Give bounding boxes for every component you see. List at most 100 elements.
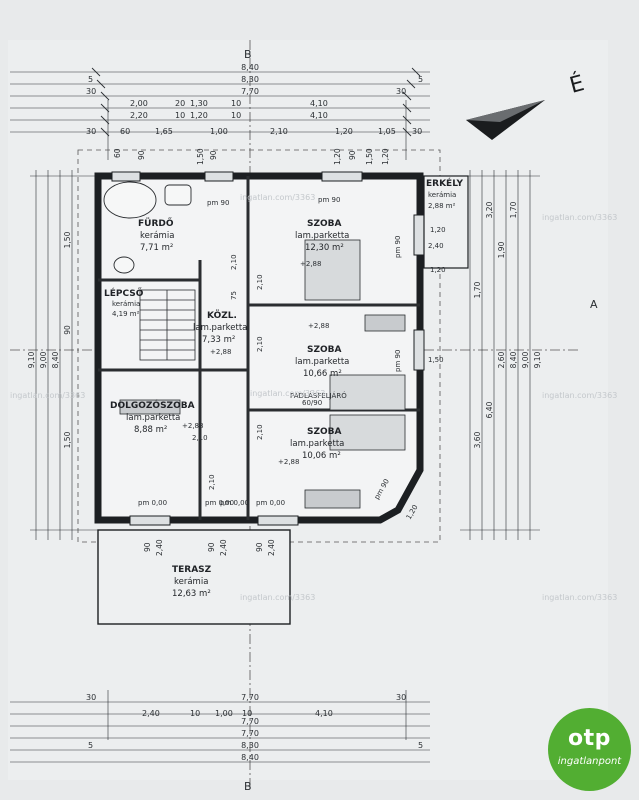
svg-text:ingatlan.com/3363: ingatlan.com/3363 xyxy=(10,391,85,400)
svg-text:2,10: 2,10 xyxy=(230,254,238,270)
dim-bottom-end5-r: 5 xyxy=(418,741,423,750)
dim-right-2: 9,00 xyxy=(521,351,530,368)
svg-text:1,20: 1,20 xyxy=(430,266,446,274)
svg-text:10: 10 xyxy=(231,99,241,108)
dim-bottom-5: 8,30 xyxy=(241,741,259,750)
svg-text:7,33 m²: 7,33 m² xyxy=(202,335,235,345)
svg-text:90: 90 xyxy=(348,150,357,160)
svg-text:1,20: 1,20 xyxy=(333,148,342,165)
room-kozl: KÖZL. lam.parketta 7,33 m² xyxy=(193,310,247,345)
bottom-dimension-lines xyxy=(10,690,430,763)
svg-text:2,40: 2,40 xyxy=(142,709,160,718)
dim-right-3: 8,40 xyxy=(509,351,518,368)
svg-text:1,50: 1,50 xyxy=(196,148,205,165)
building-walls xyxy=(94,171,469,625)
svg-text:SZOBA: SZOBA xyxy=(307,427,342,437)
dim-right-4: 3,60 xyxy=(473,431,482,448)
dim-right-1: 9,10 xyxy=(533,351,542,368)
top-dimension-lines xyxy=(10,67,430,160)
dim-top-row6: 30 60 1,65 1,00 2,10 1,20 1,05 30 xyxy=(86,127,422,136)
svg-text:60: 60 xyxy=(120,127,130,136)
svg-text:2,88 m²: 2,88 m² xyxy=(428,202,456,210)
svg-text:90: 90 xyxy=(143,542,152,552)
svg-text:ingatlan.com/3363: ingatlan.com/3363 xyxy=(542,593,617,602)
svg-text:1,20: 1,20 xyxy=(381,148,390,165)
dim-top-end30-l: 30 xyxy=(86,87,96,96)
dim-top-end-r: 5 xyxy=(418,75,423,84)
svg-text:2,00: 2,00 xyxy=(130,99,148,108)
svg-text:10: 10 xyxy=(190,709,200,718)
svg-text:FÜRDŐ: FÜRDŐ xyxy=(138,218,174,229)
svg-text:ingatlan.com/3363: ingatlan.com/3363 xyxy=(250,389,325,398)
svg-text:60: 60 xyxy=(113,148,122,158)
north-arrow: É xyxy=(466,70,587,140)
svg-text:1,00: 1,00 xyxy=(215,709,233,718)
room-erkely: ERKÉLY kerámia 2,88 m² xyxy=(426,177,464,210)
svg-text:lam.parketta: lam.parketta xyxy=(193,323,247,333)
svg-text:+2,88: +2,88 xyxy=(182,422,203,430)
svg-text:1,20: 1,20 xyxy=(190,111,208,120)
svg-text:ingatlan.com/3363: ingatlan.com/3363 xyxy=(240,593,315,602)
dim-left-6: 1,50 xyxy=(63,431,72,448)
svg-text:2,10: 2,10 xyxy=(192,434,208,442)
svg-text:90: 90 xyxy=(255,542,264,552)
dim-right-5: 6,40 xyxy=(485,401,494,418)
dim-top-row4: 2,00 20 1,30 10 4,10 xyxy=(130,99,328,108)
svg-text:PADLÁSFELJÁRÓ: PADLÁSFELJÁRÓ xyxy=(290,391,347,400)
svg-text:SZOBA: SZOBA xyxy=(307,345,342,355)
svg-text:1,00: 1,00 xyxy=(210,127,228,136)
dim-left-5: 90 xyxy=(63,325,72,335)
svg-text:pm 90: pm 90 xyxy=(394,236,402,258)
dim-right-7: 1,70 xyxy=(473,281,482,298)
otp-ingatlanpont-logo: otp ingatlanpont xyxy=(548,708,631,791)
left-dimension-lines xyxy=(30,170,110,540)
room-szoba-1: SZOBA lam.parketta 12,30 m² xyxy=(295,219,349,253)
svg-text:2,20: 2,20 xyxy=(130,111,148,120)
balcony-outline xyxy=(423,175,469,269)
room-szoba-3: SZOBA lam.parketta 10,06 m² xyxy=(290,427,344,461)
svg-text:60/90: 60/90 xyxy=(302,399,322,407)
north-label: É xyxy=(567,70,587,99)
svg-text:DOLGOZÓSZOBA: DOLGOZÓSZOBA xyxy=(110,399,195,411)
dim-right-6: 2,60 xyxy=(497,351,506,368)
svg-text:ERKÉLY: ERKÉLY xyxy=(426,177,464,189)
room-dolgozoszoba: DOLGOZÓSZOBA lam.parketta 8,88 m² xyxy=(110,399,195,435)
dim-left-3: 8,40 xyxy=(51,351,60,368)
svg-text:1,30: 1,30 xyxy=(190,99,208,108)
window-labels: 60 90 1,50 90 1,20 1,50 1,20 90 90 2,40 … xyxy=(113,148,390,556)
svg-text:SZOBA: SZOBA xyxy=(307,219,342,229)
svg-text:pm 0,00: pm 0,00 xyxy=(205,499,234,507)
dim-top-2: 8,30 xyxy=(241,75,259,84)
svg-text:10: 10 xyxy=(231,111,241,120)
logo-subtext: ingatlanpont xyxy=(557,756,622,767)
svg-text:30: 30 xyxy=(86,127,96,136)
dim-bottom-4: 7,70 xyxy=(241,729,259,738)
svg-text:ingatlan.com/3363: ingatlan.com/3363 xyxy=(240,193,315,202)
svg-text:kerámia: kerámia xyxy=(140,231,174,241)
svg-text:90: 90 xyxy=(137,150,146,160)
axis-label-side: A xyxy=(590,298,598,311)
dim-top-3: 7,70 xyxy=(241,87,259,96)
dim-left-1: 9,10 xyxy=(27,351,36,368)
svg-text:kerámia: kerámia xyxy=(174,577,208,587)
dim-right-8: 1,90 xyxy=(497,241,506,258)
svg-text:2,40: 2,40 xyxy=(267,539,276,556)
watermarks: ingatlan.com/3363 ingatlan.com/3363 inga… xyxy=(10,193,617,602)
dim-right-9: 1,70 xyxy=(509,201,518,218)
svg-text:1,50: 1,50 xyxy=(428,356,444,364)
svg-text:1,05: 1,05 xyxy=(378,127,396,136)
room-terasz: TERASZ kerámia 12,63 m² xyxy=(172,565,212,599)
svg-text:1,65: 1,65 xyxy=(155,127,173,136)
dim-left-4: 1,50 xyxy=(63,231,72,248)
logo-text: otp xyxy=(568,726,611,751)
svg-text:2,10: 2,10 xyxy=(256,424,264,440)
svg-text:10,66 m²: 10,66 m² xyxy=(303,369,342,379)
svg-text:2,10: 2,10 xyxy=(256,336,264,352)
dim-bottom-row2: 2,40 10 1,00 10 4,10 xyxy=(142,709,333,718)
dim-left-2: 9,00 xyxy=(39,351,48,368)
eaves-outline xyxy=(77,149,441,543)
svg-text:pm 90: pm 90 xyxy=(207,199,229,207)
svg-text:2,40: 2,40 xyxy=(219,539,228,556)
svg-text:KÖZL.: KÖZL. xyxy=(207,310,237,321)
